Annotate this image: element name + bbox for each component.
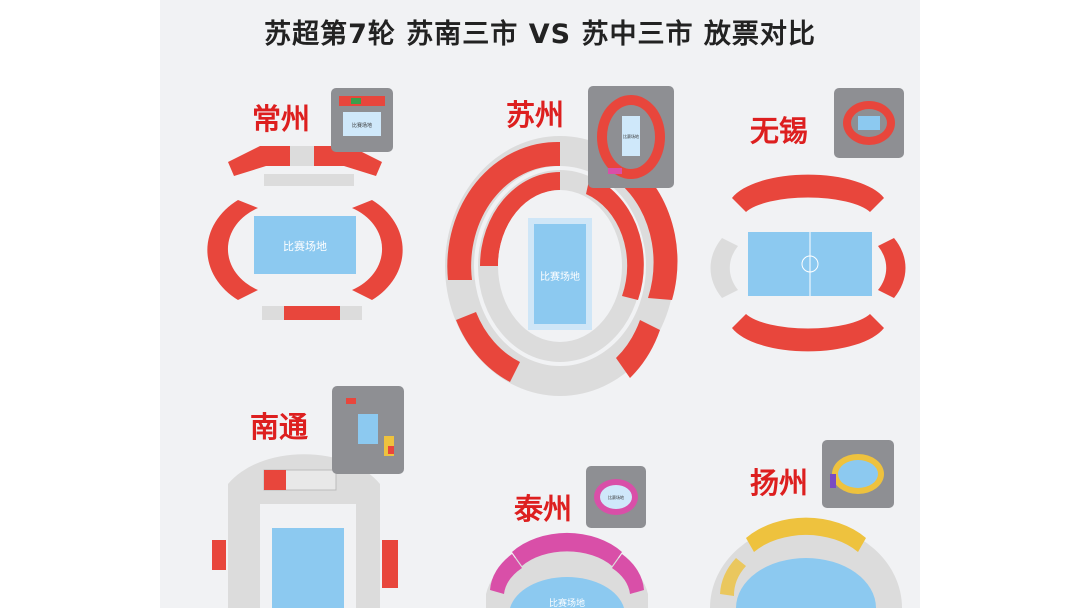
field-label: 比赛场地 — [540, 270, 580, 283]
page-title: 苏超第7轮 苏南三市 VS 苏中三市 放票对比 — [264, 19, 816, 50]
pitch — [272, 528, 344, 608]
section-available — [290, 146, 314, 166]
city-label-changzhou: 常州 — [252, 102, 311, 136]
pitch — [736, 558, 876, 608]
thumb-field-label: 比赛场地 — [352, 122, 372, 129]
city-label-nantong: 南通 — [250, 410, 309, 444]
section-available — [340, 306, 362, 320]
thumbnail-map — [346, 398, 394, 456]
stand-outer-southwest — [456, 312, 520, 382]
thumb-pitch — [622, 116, 640, 156]
section-sold — [264, 470, 286, 490]
stadium-map-suzhou: 比赛场地 — [445, 136, 678, 396]
city-label-suzhou: 苏州 — [506, 98, 565, 132]
stand-east — [352, 200, 403, 300]
thumbnail-changzhou: 比赛场地 — [331, 88, 393, 152]
stand-north-pink — [512, 532, 622, 566]
thumbnail-map: 比赛场地 — [594, 479, 638, 515]
field-label: 比赛场地 — [283, 239, 327, 253]
stand-inner-west — [480, 172, 560, 266]
thumb-section — [388, 446, 394, 454]
stand-outer-west — [447, 141, 560, 280]
city-label-taizhou: 泰州 — [514, 492, 573, 526]
field-label: 比赛场地 — [549, 597, 585, 608]
stand-inner-east — [586, 176, 644, 300]
stand-east — [878, 238, 906, 298]
thumbnail-yangzhou — [822, 440, 894, 508]
stand-east-sold — [382, 540, 398, 588]
stand-south — [732, 314, 884, 352]
stadium-map-nantong — [212, 454, 398, 608]
stand-west-pink — [490, 554, 522, 594]
stadium-map-yangzhou — [710, 517, 902, 608]
thumb-pitch — [358, 414, 378, 444]
stand-west — [207, 200, 258, 300]
stadium-map-taizhou: 比赛场地 — [486, 532, 648, 608]
stand-west-yellow — [720, 558, 746, 596]
thumb-pitch — [343, 112, 381, 136]
thumb-field-label: 比赛场地 — [623, 133, 639, 139]
section-available — [262, 306, 284, 320]
pitch — [510, 577, 624, 608]
city-label-yangzhou: 扬州 — [750, 466, 809, 500]
thumbnail-taizhou: 比赛场地 — [586, 466, 646, 528]
pitch — [534, 224, 586, 324]
stand-west — [710, 238, 738, 298]
thumb-section — [346, 398, 356, 404]
thumb-section — [830, 474, 836, 488]
pitch-circle — [801, 255, 819, 273]
thumb-section — [608, 168, 622, 174]
stand-south — [262, 306, 362, 320]
stadium-map-wuxi — [710, 174, 906, 352]
thumbnail-map: 比赛场地 — [597, 95, 665, 179]
pitch — [254, 216, 356, 274]
stand-east-pink — [612, 554, 644, 594]
stand-west-sold — [212, 540, 226, 570]
thumb-field-label: 比赛场地 — [608, 494, 624, 500]
thumbnail-wuxi — [834, 88, 904, 158]
thumb-section — [351, 98, 361, 104]
thumb-pitch — [600, 485, 632, 509]
thumbnail-suzhou: 比赛场地 — [588, 86, 674, 188]
stand-outer-east — [604, 150, 678, 300]
thumbnail-map — [843, 101, 895, 145]
stand-north-lower — [264, 174, 354, 186]
comparison-panel: 苏超第7轮 苏南三市 VS 苏中三市 放票对比 常州 比赛场地 比赛场地 苏州 — [160, 0, 920, 608]
thumbnail-map — [830, 454, 884, 494]
thumbnail-nantong — [332, 386, 404, 474]
stand-outer-southeast — [616, 320, 660, 378]
thumbnail-map: 比赛场地 — [339, 96, 385, 136]
thumb-pitch — [858, 116, 880, 130]
city-label-wuxi: 无锡 — [750, 114, 809, 148]
stand-north — [732, 174, 884, 212]
stadium-map-changzhou: 比赛场地 — [207, 146, 403, 320]
stand-north-yellow — [746, 517, 866, 552]
thumb-pitch — [838, 460, 878, 488]
thumb-stand — [339, 96, 385, 106]
